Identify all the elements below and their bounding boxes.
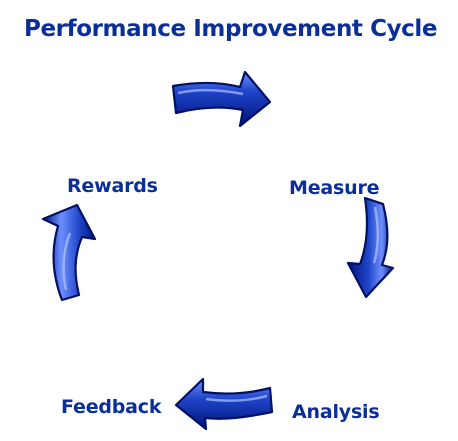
measure-label: Measure xyxy=(289,177,380,199)
diagram-title: Performance Improvement Cycle xyxy=(24,16,438,42)
top-cycle-arrow xyxy=(171,70,272,128)
rewards-label: Rewards xyxy=(67,175,158,197)
bottom-cycle-arrow xyxy=(174,377,274,431)
analysis-label: Analysis xyxy=(292,401,380,423)
feedback-label: Feedback xyxy=(61,396,162,418)
right-cycle-arrow xyxy=(346,196,395,299)
left-cycle-arrow xyxy=(41,203,97,302)
